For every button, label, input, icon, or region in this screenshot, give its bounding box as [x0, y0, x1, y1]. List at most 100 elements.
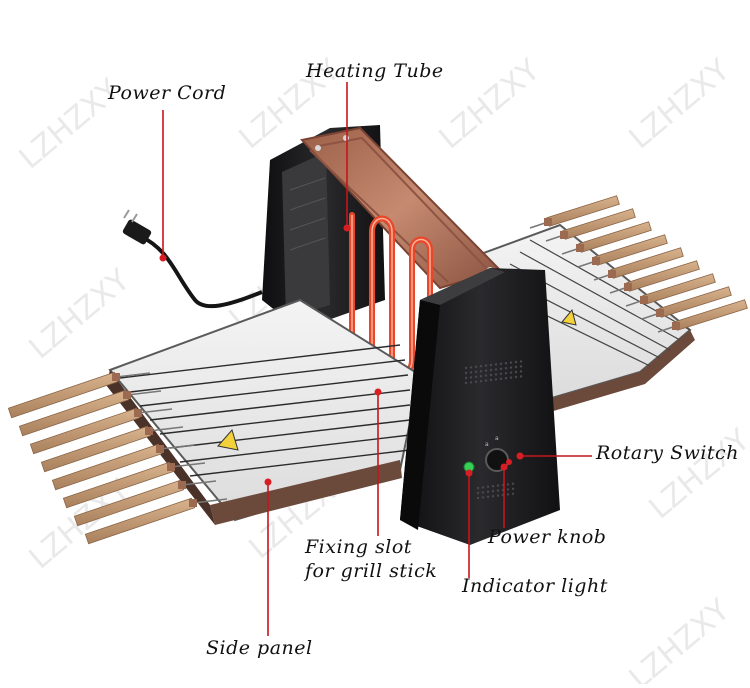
skewer-clip [672, 322, 680, 330]
watermark-text: LZHZXY [623, 592, 737, 684]
vent-hole [494, 373, 498, 376]
skewer-clip [145, 427, 153, 435]
vent-hole [464, 366, 468, 370]
vent-hole [474, 375, 478, 378]
vent-hole [489, 363, 493, 367]
leader-dots [159, 224, 524, 486]
skewer-stick [18, 389, 130, 437]
vent-hole [514, 365, 518, 369]
vent-hole [464, 381, 468, 385]
vent-hole [481, 486, 485, 489]
skewer-clip [560, 231, 568, 239]
skewer-clip [576, 244, 584, 252]
label-heating-tube: Heating Tube [306, 60, 444, 82]
vent-hole [511, 492, 515, 495]
label-fixing-slot-line2: for grill stick [305, 560, 438, 582]
skewer-clip [123, 391, 131, 399]
skewer-stick [674, 299, 748, 331]
skewer-clip [134, 409, 142, 417]
label-rotary-switch: Rotary Switch [596, 442, 739, 464]
vent-hole [496, 484, 500, 487]
vent-hole [484, 369, 488, 372]
vent-hole [486, 490, 490, 493]
skewer-clip [112, 373, 120, 381]
skewer-stick [84, 497, 196, 545]
label-power-knob: Power knob [488, 526, 607, 548]
vent-hole [481, 496, 485, 499]
vent-hole [509, 361, 513, 364]
watermark-text: LZHZXY [643, 422, 750, 526]
skewer-stick [62, 461, 174, 509]
vent-hole [476, 496, 480, 500]
skewer-stick [546, 195, 620, 227]
rotary-switch-marker [506, 459, 512, 465]
skewer-tip [137, 408, 173, 414]
skewer-stick [610, 247, 684, 279]
vent-hole [486, 495, 490, 498]
left-skewers [7, 371, 228, 545]
watermark-text: LZHZXY [623, 52, 737, 156]
label-fixing-slot: Fixing slot for grill stick [305, 535, 437, 583]
skewer-stick [594, 234, 668, 266]
vent-hole [506, 493, 510, 496]
warning-triangle-icon [561, 308, 577, 326]
vent-hole [509, 371, 513, 374]
vent-hole [484, 364, 488, 367]
vent-hole [511, 482, 515, 485]
vent-hole [469, 371, 473, 374]
skewer-stick [626, 260, 700, 292]
skewer-clip [178, 481, 186, 489]
svg-text:a: a [485, 441, 489, 448]
vent-hole [494, 368, 498, 371]
vent-grille [476, 482, 515, 500]
vent-hole [474, 370, 478, 373]
skewer-clip [156, 445, 164, 453]
vent-hole [504, 367, 508, 370]
front-housing: a a [400, 268, 560, 545]
skewer-stick [40, 425, 152, 473]
skewer-tip [115, 372, 151, 378]
skewer-clip [608, 270, 616, 278]
skewer-tip [126, 390, 162, 396]
vent-hole [489, 373, 493, 377]
skewer-stick [658, 286, 732, 318]
vent-hole [504, 372, 508, 375]
vent-hole [479, 380, 483, 383]
vent-hole [474, 365, 478, 368]
watermark-text: LZHZXY [433, 52, 547, 156]
skewer-clip [624, 283, 632, 291]
vent-hole [484, 374, 488, 377]
vent-hole [491, 490, 495, 493]
warning-triangle-icon [217, 428, 239, 451]
vent-hole [509, 376, 513, 379]
label-indicator-light: Indicator light [462, 575, 608, 597]
skewer-tip [192, 498, 228, 504]
label-power-cord: Power Cord [108, 82, 227, 104]
vent-grille [464, 360, 523, 385]
vent-hole [514, 360, 518, 364]
vent-hole [499, 367, 503, 370]
vent-hole [476, 491, 480, 495]
vent-hole [491, 485, 495, 488]
skewer-tip [159, 444, 195, 450]
skewer-clip [167, 463, 175, 471]
vent-hole [469, 381, 473, 384]
vent-hole [484, 379, 488, 382]
vent-hole [481, 491, 485, 494]
vent-hole [514, 375, 518, 379]
plug-icon [122, 219, 152, 245]
skewer-tip [181, 480, 217, 486]
watermark-text: LZHZXY [23, 262, 137, 366]
vent-hole [499, 362, 503, 365]
vent-hole [479, 370, 483, 373]
vent-hole [494, 378, 498, 381]
vent-hole [514, 370, 518, 374]
vent-hole [496, 489, 500, 492]
vent-hole [474, 380, 478, 383]
vent-hole [511, 487, 515, 490]
power-cord [122, 209, 263, 309]
vent-hole [489, 378, 493, 382]
skewer-stick [642, 273, 716, 305]
skewer-stick [7, 371, 119, 419]
